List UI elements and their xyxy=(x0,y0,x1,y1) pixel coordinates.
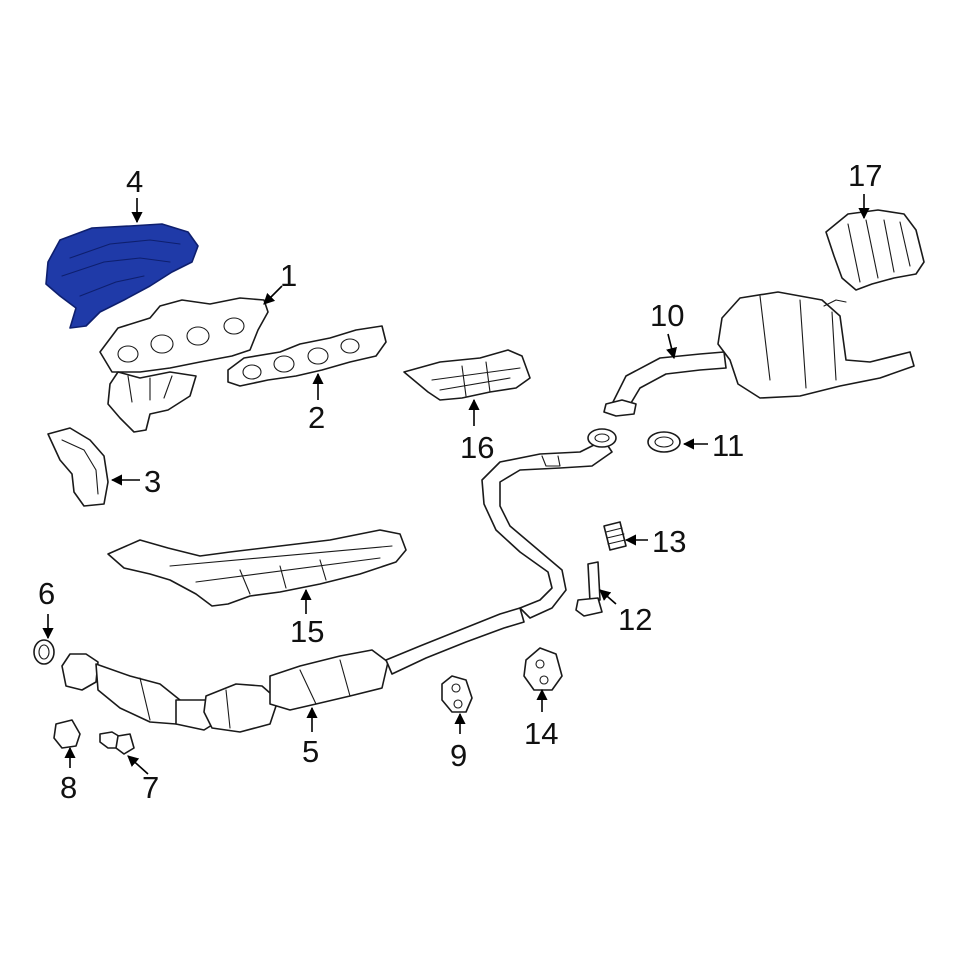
bracket-outline xyxy=(47,427,109,507)
part-17-heat-shield[interactable] xyxy=(825,209,925,291)
part-7-bolt[interactable] xyxy=(99,731,135,755)
callout-5: 5 xyxy=(302,734,319,769)
front-cat-1 xyxy=(95,663,181,725)
flange-connector[interactable] xyxy=(587,428,617,448)
part-8-nut[interactable] xyxy=(53,719,81,749)
gasket-port-4 xyxy=(340,338,360,354)
bracket-fold xyxy=(61,439,99,495)
shield-17-ribs xyxy=(847,219,911,283)
shield-17-outline xyxy=(825,209,925,291)
shield-15-ribs xyxy=(169,545,393,595)
gasket-11-outer xyxy=(647,431,681,453)
bolt-head xyxy=(115,733,135,755)
part-15-heat-shield[interactable] xyxy=(107,529,407,607)
manifold-port-1 xyxy=(117,345,139,363)
callout-17: 17 xyxy=(848,158,882,193)
nut-body xyxy=(53,719,81,749)
gasket-port-1 xyxy=(242,364,262,380)
heat-shield-rib-3 xyxy=(79,275,145,297)
hanger-9-body xyxy=(441,675,473,713)
gasket-11-inner xyxy=(654,436,674,448)
hanger-14-hole-top xyxy=(535,659,545,669)
part-9-hanger[interactable] xyxy=(441,675,473,713)
front-cat-2 xyxy=(203,683,279,733)
part-16-heat-shield[interactable] xyxy=(403,349,531,401)
flange-ring-inner xyxy=(594,433,610,443)
gasket-outline xyxy=(227,325,387,387)
manifold-tubes xyxy=(127,375,173,403)
muffler-body xyxy=(717,291,915,399)
callout-9: 9 xyxy=(450,738,467,773)
heat-shield-rib-2 xyxy=(61,257,171,277)
callout-10: 10 xyxy=(650,298,684,333)
callout-13: 13 xyxy=(652,524,686,559)
converter-detail xyxy=(139,659,351,729)
gasket-port-3 xyxy=(307,347,329,365)
leader-10 xyxy=(666,333,677,360)
inlet-pipe xyxy=(611,351,727,409)
gasket-port-2 xyxy=(273,355,295,373)
part-2-manifold-gasket[interactable] xyxy=(227,325,387,387)
callout-16: 16 xyxy=(460,430,494,465)
manifold-port-3 xyxy=(186,326,210,346)
callout-6: 6 xyxy=(38,576,55,611)
muffler-seam xyxy=(759,295,837,389)
manifold-flange xyxy=(99,297,269,373)
part-13-spring[interactable] xyxy=(603,521,627,551)
hanger-9-hole-bottom xyxy=(453,699,463,709)
part-6-gasket-ring[interactable] xyxy=(33,639,55,665)
bolt-12-shank xyxy=(587,561,601,603)
shield-16-ribs xyxy=(431,361,521,397)
center-pipe[interactable] xyxy=(481,439,613,619)
callout-4: 4 xyxy=(126,164,143,199)
part-12-bolt[interactable] xyxy=(575,561,603,617)
shield-15-outline xyxy=(107,529,407,607)
manifold-port-4 xyxy=(223,317,245,335)
gasket-ring-outer xyxy=(33,639,55,665)
center-pipe-tube xyxy=(481,439,613,619)
leader-7 xyxy=(127,755,149,775)
part-3-bracket[interactable] xyxy=(47,427,109,507)
front-pipe-flange xyxy=(61,653,99,691)
callout-12: 12 xyxy=(618,602,652,637)
leader-12 xyxy=(599,589,617,605)
manifold-collector xyxy=(107,371,197,433)
muffler-hanger xyxy=(823,299,847,307)
part-5-front-pipe[interactable] xyxy=(61,607,525,733)
callout-labels: 4 1 2 3 16 15 5 6 8 7 9 14 12 13 11 10 1… xyxy=(38,158,882,805)
hanger-9-hole-top xyxy=(451,683,461,693)
pipe-to-resonator xyxy=(385,607,525,675)
part-14-hanger[interactable] xyxy=(523,647,563,691)
part-10-muffler[interactable] xyxy=(603,291,915,417)
callout-7: 7 xyxy=(142,770,159,805)
center-pipe-hanger xyxy=(541,455,561,467)
callout-1: 1 xyxy=(280,258,297,293)
callout-3: 3 xyxy=(144,464,161,499)
bolt-12-head xyxy=(575,597,603,617)
part-1-exhaust-manifold[interactable] xyxy=(99,297,269,433)
heat-shield-rib-1 xyxy=(69,239,181,259)
callout-11: 11 xyxy=(712,428,744,463)
part-4-heat-shield[interactable] xyxy=(45,223,199,329)
heat-shield-body xyxy=(45,223,199,329)
callout-8: 8 xyxy=(60,770,77,805)
gasket-ring-inner xyxy=(38,644,50,660)
flange-ring xyxy=(587,428,617,448)
callout-2: 2 xyxy=(308,400,325,435)
callout-14: 14 xyxy=(524,716,558,751)
leader-1 xyxy=(263,285,283,305)
hanger-14-hole-bottom xyxy=(539,675,549,685)
part-11-gasket[interactable] xyxy=(647,431,681,453)
manifold-port-2 xyxy=(150,334,174,354)
main-converter xyxy=(269,649,389,711)
callout-15: 15 xyxy=(290,614,324,649)
leader-lines xyxy=(42,194,870,775)
hanger-14-body xyxy=(523,647,563,691)
spring-13-coils xyxy=(605,527,626,545)
inlet-flange xyxy=(603,399,637,417)
